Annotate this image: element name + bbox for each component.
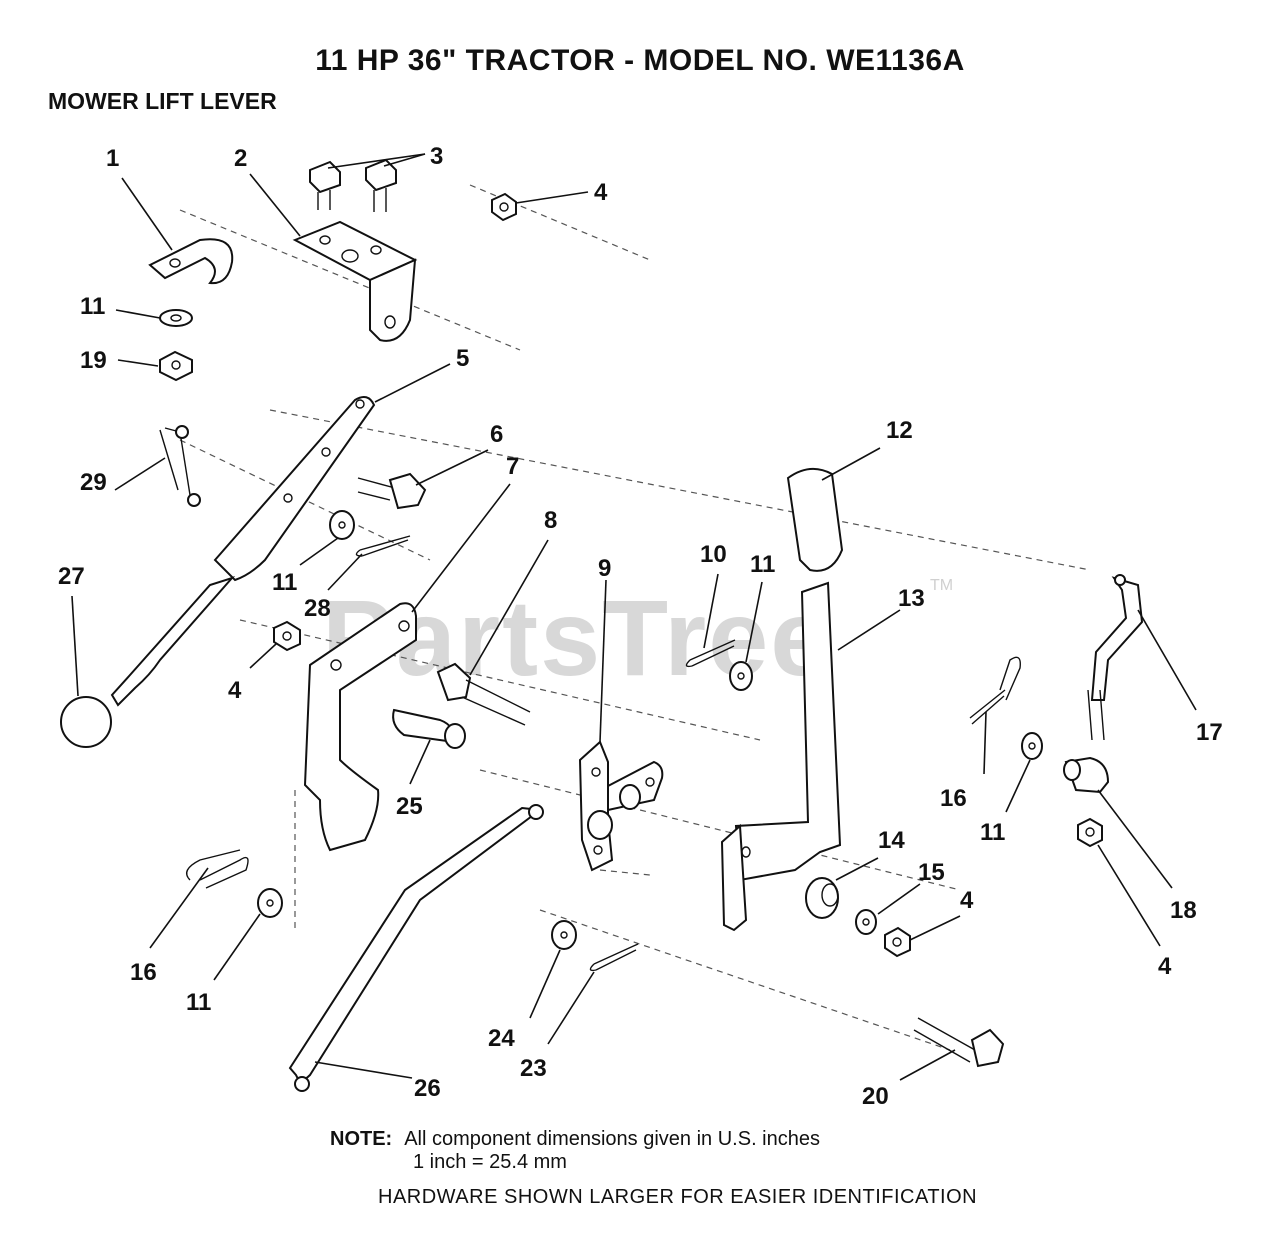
section-title: MOWER LIFT LEVER <box>48 88 277 114</box>
part-12-grip <box>786 467 844 572</box>
callout-11: 11 <box>980 819 1005 846</box>
part-26-lift-rod <box>288 804 544 1092</box>
callout-3: 3 <box>430 143 443 170</box>
callout-13: 13 <box>898 585 925 612</box>
part-29-spring-link <box>159 425 201 507</box>
callout-5: 5 <box>456 345 469 372</box>
callout-4: 4 <box>594 179 608 206</box>
callout-11: 11 <box>272 569 297 596</box>
part-8-bolt <box>436 662 531 726</box>
callout-27: 27 <box>58 563 85 590</box>
part-16-hair-pin <box>969 656 1021 725</box>
callout-4: 4 <box>228 677 242 704</box>
part-4-nut-top <box>491 192 517 222</box>
note-line-1: All component dimensions given in U.S. i… <box>404 1128 820 1150</box>
part-1-clip <box>148 238 234 285</box>
part-18-swivel <box>1063 756 1110 794</box>
part-19-nut <box>159 350 193 382</box>
callout-4: 4 <box>1158 953 1172 980</box>
dimension-note: NOTE: All component dimensions given in U… <box>330 1128 820 1174</box>
callout-2: 2 <box>234 145 247 172</box>
callout-1: 1 <box>106 145 119 172</box>
callout-10: 10 <box>700 541 727 568</box>
part-11-washer <box>159 309 193 327</box>
callout-11: 11 <box>186 989 211 1016</box>
part-3-bolts <box>309 158 397 212</box>
callout-26: 26 <box>414 1075 441 1102</box>
part-20-bolt <box>913 1017 1005 1068</box>
part-5-lift-link <box>110 395 376 707</box>
part-23-cotter-pin <box>589 943 639 972</box>
callout-23: 23 <box>520 1055 547 1082</box>
assembly-axis <box>479 769 961 891</box>
note-line-2: 1 inch = 25.4 mm <box>413 1151 567 1173</box>
callout-11: 11 <box>750 551 775 578</box>
callout-9: 9 <box>598 555 611 582</box>
callout-28: 28 <box>304 595 331 622</box>
part-6-bolt <box>357 472 427 510</box>
callout-6: 6 <box>490 421 503 448</box>
assembly-axis <box>239 619 761 741</box>
part-11-washer <box>729 661 753 691</box>
callout-8: 8 <box>544 507 557 534</box>
callout-14: 14 <box>878 827 905 854</box>
callout-7: 7 <box>506 453 519 480</box>
part-4-nut-mid <box>273 620 301 652</box>
part-11-washer <box>257 888 283 918</box>
callout-16: 16 <box>940 785 967 812</box>
part-16-hair-pin <box>186 849 249 889</box>
part-14-bushing <box>805 877 839 919</box>
callout-20: 20 <box>862 1083 889 1110</box>
part-27-knob <box>60 696 112 748</box>
note-label: NOTE: <box>330 1128 393 1150</box>
callout-29: 29 <box>80 469 107 496</box>
hardware-note: HARDWARE SHOWN LARGER FOR EASIER IDENTIF… <box>378 1186 978 1208</box>
callout-18: 18 <box>1170 897 1197 924</box>
callout-24: 24 <box>488 1025 515 1052</box>
part-4-nut-lower <box>884 926 911 958</box>
assembly-axis <box>179 439 431 561</box>
callout-11: 11 <box>80 293 105 320</box>
part-9-lever-plate <box>578 740 664 872</box>
callout-19: 19 <box>80 347 107 374</box>
part-17-adjusting-rod <box>1087 574 1144 741</box>
part-11-washer <box>329 510 355 540</box>
part-25-spacer <box>392 708 466 749</box>
assembly-axis <box>599 869 651 876</box>
callout-25: 25 <box>396 793 423 820</box>
part-2-bracket <box>292 220 418 342</box>
assembly-axis <box>539 909 951 1051</box>
leader-lines <box>71 153 1197 1081</box>
watermark-tm: TM <box>930 577 953 594</box>
callout-12: 12 <box>886 417 913 444</box>
part-15-washer <box>855 909 877 935</box>
callout-4: 4 <box>960 887 974 914</box>
callout-16: 16 <box>130 959 157 986</box>
diagram-title: 11 HP 36" TRACTOR - MODEL NO. WE1136A <box>315 44 965 77</box>
part-24-washer <box>551 920 577 950</box>
callout-15: 15 <box>918 859 945 886</box>
part-11-washer <box>1021 732 1043 760</box>
part-13-lever <box>720 581 842 932</box>
part-10-cotter-pin <box>685 639 736 668</box>
assembly-axis <box>269 409 1091 571</box>
callout-17: 17 <box>1196 719 1223 746</box>
part-4-nut-right <box>1077 817 1103 848</box>
